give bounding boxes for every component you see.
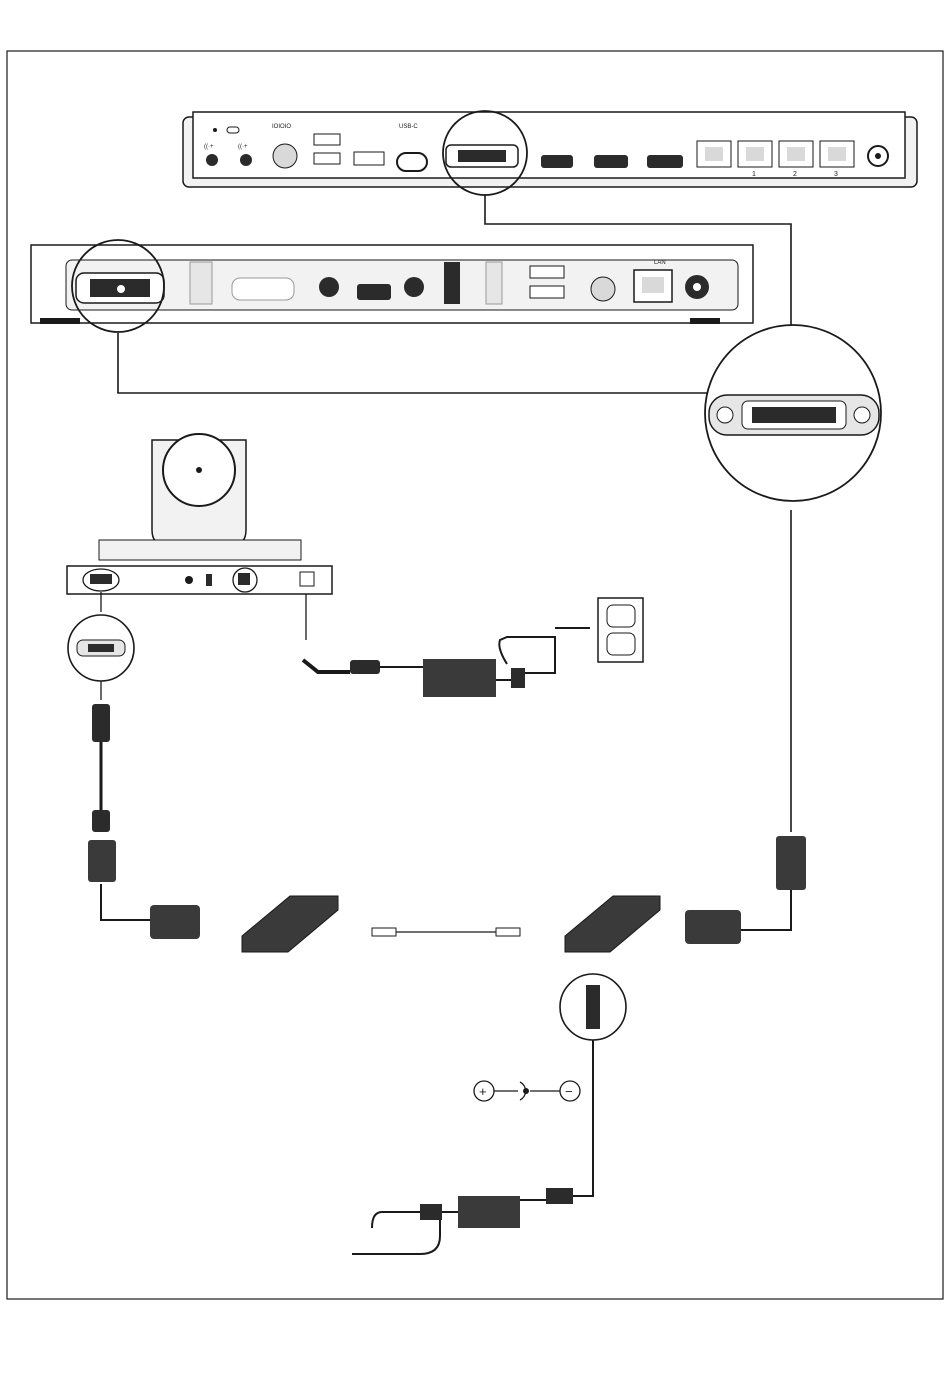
svg-text:−: − [565, 1084, 573, 1099]
codec-rear-panel: ((·+ ((·+ IOIOIO USB-C [183, 111, 917, 195]
audio-out-jack[interactable] [206, 154, 218, 166]
hdmi-input-port[interactable] [357, 284, 391, 300]
svg-text:+: + [479, 1084, 487, 1099]
hdmi-ports [541, 155, 683, 168]
usb-port-1[interactable] [314, 134, 340, 145]
camera-power-adapter [303, 594, 643, 697]
usb-c-label: USB-C [399, 124, 418, 130]
link-control-to-zoom [118, 333, 710, 393]
usb-c-port[interactable] [397, 153, 427, 171]
lan-label: LAN [654, 260, 666, 266]
svg-text:IOIOIO: IOIOIO [272, 124, 291, 130]
vga-port[interactable] [232, 278, 294, 300]
audio-in-jack[interactable] [240, 154, 252, 166]
camera-dvi-cable [88, 704, 200, 939]
aux-audio-jack-2[interactable] [404, 277, 424, 297]
aux-audio-jack-1[interactable] [319, 277, 339, 297]
lock-icon [213, 128, 217, 132]
usb-port-3[interactable] [354, 152, 384, 165]
usb-port-2[interactable] [314, 153, 340, 164]
extender-transmitter [242, 896, 338, 952]
network-cable [372, 928, 520, 936]
receiver-power-detail [352, 974, 626, 1254]
lan-port-number-1: 1 [752, 171, 756, 178]
polarity-symbol: + − [474, 1081, 580, 1101]
camera-unit [67, 434, 332, 594]
lan-port-number-3: 3 [834, 171, 838, 178]
extender-receiver [565, 896, 660, 952]
camera-dvi-detail [68, 592, 134, 700]
dvi-zoom-detail [705, 325, 881, 501]
control-serial-port[interactable] [591, 277, 615, 301]
wall-outlet [598, 598, 643, 662]
receiver-power-brick [458, 1196, 520, 1228]
svg-text:((·+: ((·+ [204, 144, 214, 150]
control-unit-panel: LAN [31, 240, 753, 332]
lan-port-number-2: 2 [793, 171, 797, 178]
serial-port[interactable] [273, 144, 297, 168]
receiver-dvi-cable [685, 836, 806, 944]
svg-text:((·+: ((·+ [238, 144, 248, 150]
